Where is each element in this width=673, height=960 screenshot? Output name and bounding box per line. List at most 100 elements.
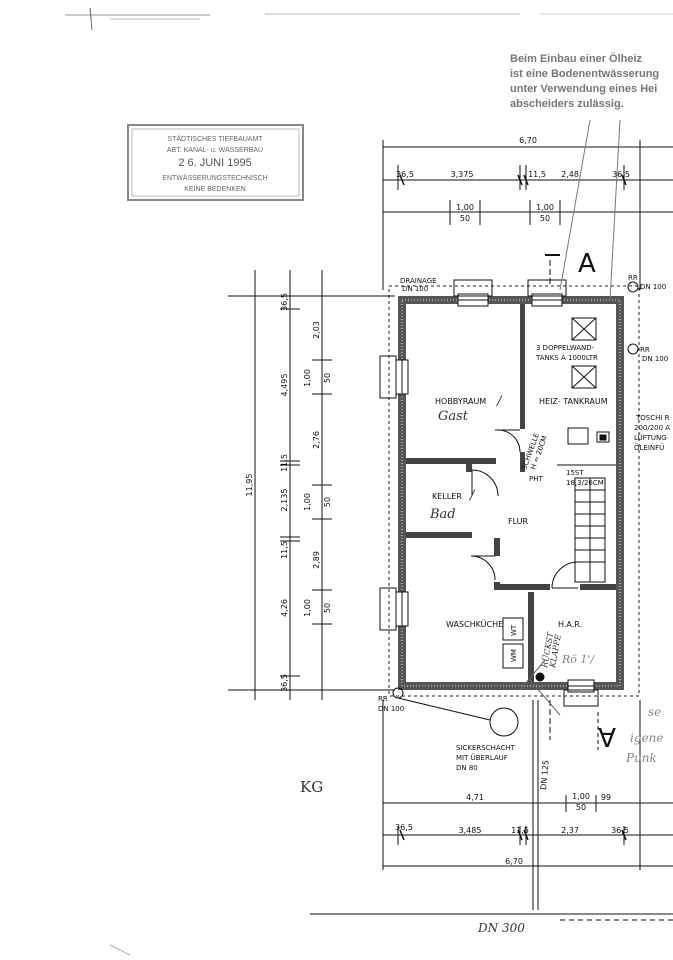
- bottom-dimension-chain: [382, 700, 673, 870]
- scan-noise: [65, 7, 673, 956]
- handwritten-margin-2: igene: [630, 731, 663, 745]
- stamp-line-5: KEINE BEDENKEN: [184, 186, 245, 193]
- top-win2-width: 1,00: [536, 203, 554, 212]
- top-win1-height: 50: [460, 214, 470, 223]
- bottom-dim-wall-left: 36,5: [395, 823, 413, 832]
- rr-mid-label: RR: [640, 346, 650, 354]
- rr-top-dn-label: DN 100: [640, 283, 666, 291]
- top-dim-wall-left: 36,5: [396, 170, 414, 179]
- soakaway-label-2: MIT ÜBERLAUF: [456, 753, 508, 762]
- left-win1-width: 1,00: [303, 369, 312, 387]
- drainage-label: DRAINAGE: [400, 277, 437, 285]
- toschi-label-4: ÖLEINFÜ: [634, 443, 664, 452]
- rr-mid-dn-label: DN 100: [642, 355, 668, 363]
- hallway-label: FLUR: [508, 517, 529, 526]
- stairs-label-2: 18,3/26CM: [566, 479, 604, 487]
- section-mark-bottom: A: [598, 721, 616, 751]
- top-dim-seg1: 3,375: [451, 170, 474, 179]
- handwritten-margin-1: se: [648, 705, 661, 719]
- stamp-line-4: ENTWÄSSERUNGSTECHNISCH: [162, 174, 267, 182]
- stamp-date: 2 6. JUNI 1995: [178, 157, 251, 169]
- bottom-win-width: 1,00: [572, 792, 590, 801]
- handwritten-gast: Gast: [438, 409, 469, 424]
- toschi-label-1: TOSCHI R: [635, 414, 670, 422]
- left-dim-total: 11,95: [245, 474, 254, 497]
- wm-label: WM: [510, 649, 518, 662]
- note-line-4: abscheiders zulässig.: [510, 98, 624, 110]
- rr-bottom-label: RR: [378, 695, 388, 703]
- left-dim-wall2: 11,5: [280, 454, 289, 472]
- drainage-dn-label: DN 100: [402, 285, 428, 293]
- left-dim-inner1: 2,03: [312, 321, 321, 339]
- section-marks: [545, 254, 599, 750]
- note-line-1: Beim Einbau einer Ölheiz: [510, 52, 643, 65]
- note-line-2: ist eine Bodenentwässerung: [510, 68, 659, 80]
- left-dimension-chain: [228, 270, 395, 700]
- laundry-fixtures: [502, 617, 524, 669]
- note-line-3: unter Verwendung eines Hei: [510, 83, 657, 95]
- handwritten-margin-3: Punk: [625, 751, 657, 765]
- left-dim-seg2: 2,135: [280, 489, 289, 512]
- wt-label: WT: [510, 624, 518, 636]
- top-win2-height: 50: [540, 214, 550, 223]
- left-dim-wall-bottom: 36,5: [280, 674, 289, 692]
- handwritten-roehre: Rö 1'/: [561, 653, 595, 666]
- staircase: [557, 464, 616, 583]
- toschi-label-3: LÜFTUNG: [634, 433, 667, 442]
- bottom-dim-wall-right: 36,5: [611, 826, 629, 835]
- approval-stamp: STÄDTISCHES TIEFBAUAMT ABT. KANAL- u. WA…: [127, 124, 304, 201]
- bottom-dim-seg2: 3,485: [459, 826, 482, 835]
- heating-room-label: HEIZ- TANKRAUM: [539, 397, 608, 406]
- handwritten-slash-1: /: [495, 394, 503, 409]
- pipe-dn-label: DN 125: [539, 760, 551, 791]
- left-dim-inner2: 2,76: [312, 431, 321, 449]
- top-dim-wall-right: 36,5: [612, 170, 630, 179]
- left-dim-inner3: 2,89: [312, 551, 321, 569]
- bottom-dim-right: 99: [601, 793, 611, 802]
- handwritten-bad: Bad: [429, 507, 456, 522]
- laundry-label: WASCHKÜCHE: [446, 619, 503, 629]
- handwritten-slash-2: /: [468, 488, 476, 503]
- oil-tanks: [567, 317, 610, 445]
- left-dim-wall3: 11,5: [280, 541, 289, 559]
- cellar-label: KELLER: [432, 492, 462, 501]
- stamp-line-2: ABT. KANAL- u. WASSERBAU: [167, 147, 263, 154]
- left-win2-height: 50: [323, 497, 332, 507]
- building-outline: [379, 279, 640, 707]
- top-dim-seg2: 2,48: [561, 170, 579, 179]
- interior-walls: [406, 304, 616, 682]
- tanks-label-1: 3 DOPPELWAND-: [536, 344, 595, 352]
- left-dim-seg3: 4,26: [280, 599, 289, 617]
- soakaway-label-3: DN 80: [456, 764, 478, 772]
- top-dim-total: 6,70: [519, 136, 537, 145]
- oil-heating-note: Beim Einbau einer Ölheiz ist eine Bodene…: [510, 52, 659, 110]
- top-win1-width: 1,00: [456, 203, 474, 212]
- tanks-label-2: TANKS À 1000LTR: [535, 353, 598, 362]
- bottom-dim-mid-wall: 11,5: [511, 826, 529, 835]
- handwritten-arrows: [519, 659, 561, 716]
- left-dim-wall-top: 36,5: [280, 293, 289, 311]
- door-swings: [470, 429, 579, 589]
- bottom-dim-total: 6,70: [505, 857, 523, 866]
- left-win2-width: 1,00: [303, 493, 312, 511]
- top-dimension-chain: [382, 140, 673, 290]
- floor-label-kg: KG: [300, 778, 323, 796]
- soakaway-label-1: SICKERSCHACHT: [456, 744, 516, 752]
- bottom-dim-seg1: 4,71: [466, 793, 484, 802]
- stamp-line-1: STÄDTISCHES TIEFBAUAMT: [167, 135, 263, 143]
- bottom-win-height: 50: [576, 803, 586, 812]
- left-dim-seg1: 4,495: [280, 374, 289, 397]
- left-win3-height: 50: [323, 603, 332, 613]
- bottom-dim-seg3: 2,37: [561, 826, 579, 835]
- drain-pipes: [310, 119, 673, 921]
- toschi-label-2: 200/200 A: [634, 424, 670, 432]
- section-mark-top: A: [578, 249, 596, 279]
- rain-pipes: [392, 281, 639, 699]
- left-win3-width: 1,00: [303, 599, 312, 617]
- main-sewer-label: DN 300: [477, 921, 525, 935]
- stairs-label-1: 15ST: [566, 469, 584, 477]
- left-win1-height: 50: [323, 373, 332, 383]
- rr-bottom-dn-label: DN 100: [378, 705, 404, 713]
- house-connection-label: H.A.R.: [558, 620, 582, 629]
